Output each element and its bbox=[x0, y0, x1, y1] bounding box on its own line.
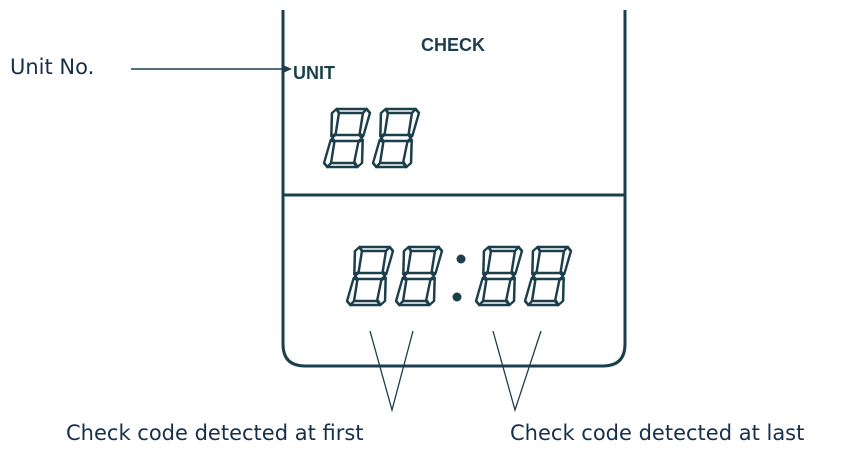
unit-digit-2 bbox=[372, 109, 419, 167]
first-code-pointer bbox=[369, 330, 414, 413]
arrow-head-icon bbox=[283, 65, 292, 73]
last-code-digit-1 bbox=[475, 247, 522, 305]
time-colon bbox=[452, 254, 466, 302]
unit-digit-1 bbox=[323, 109, 370, 167]
first-check-code-label: Check code detected at first bbox=[66, 421, 364, 445]
last-check-code-label: Check code detected at last bbox=[510, 421, 805, 445]
lcd-panel-frame bbox=[281, 10, 627, 368]
first-code-digit-2 bbox=[395, 247, 442, 305]
last-code-pointer bbox=[492, 330, 542, 413]
first-code-digit-1 bbox=[346, 247, 393, 305]
check-label: CHECK bbox=[421, 35, 485, 55]
last-code-digit-2 bbox=[524, 247, 571, 305]
unit-label: UNIT bbox=[293, 63, 335, 83]
unit-number-readout bbox=[323, 109, 419, 167]
unit-number-arrow bbox=[131, 65, 292, 73]
unit-number-label: Unit No. bbox=[10, 55, 95, 79]
